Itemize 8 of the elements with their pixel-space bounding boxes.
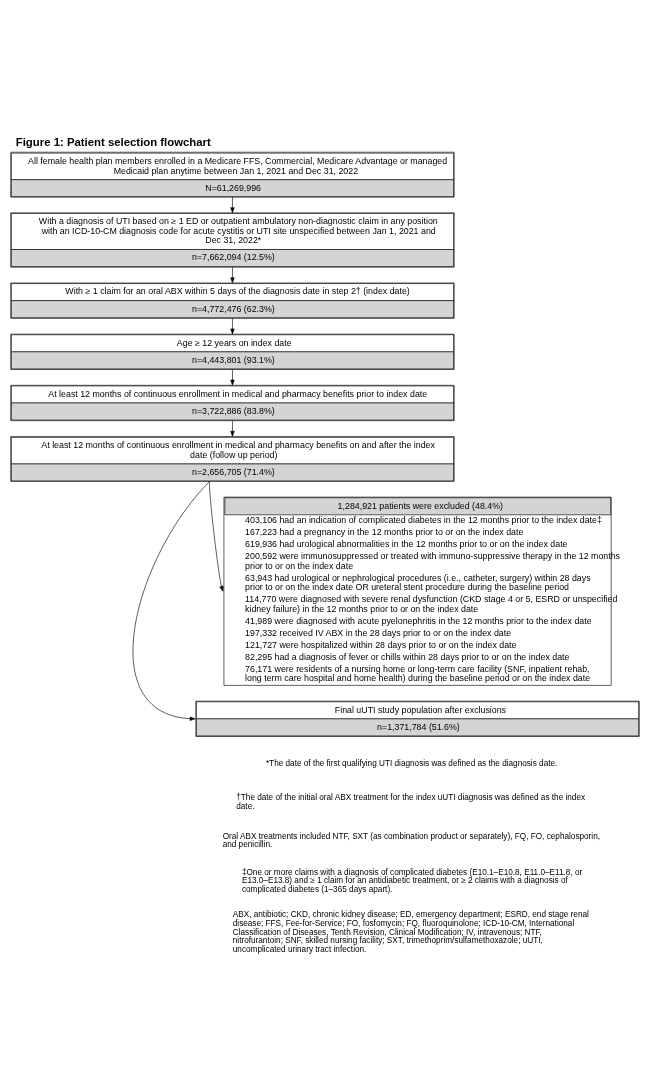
arrow bbox=[230, 266, 235, 284]
arrow bbox=[230, 420, 235, 437]
arrow bbox=[230, 196, 235, 214]
arrow bbox=[209, 481, 224, 592]
arrow bbox=[230, 318, 235, 335]
arrow bbox=[230, 369, 235, 386]
arrow bbox=[132, 481, 211, 721]
diagram-title: Figure 1: Patient selection flowchart bbox=[15, 135, 211, 148]
